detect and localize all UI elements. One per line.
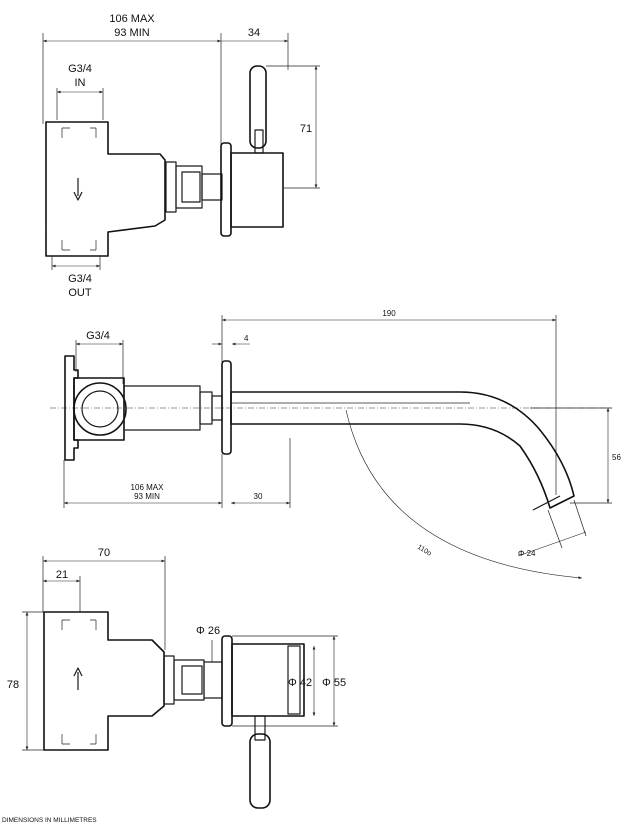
- body-detail: [61, 734, 97, 745]
- lever-handle: [249, 733, 271, 809]
- inlet-inner-circle: [81, 390, 119, 428]
- lever-stem: [254, 715, 266, 741]
- cartridge-thread: [181, 665, 203, 695]
- dim-text-spindle-dia: Φ 26: [196, 625, 220, 637]
- lever-handle: [249, 65, 267, 149]
- dim-text-spout-drop: 56: [612, 453, 621, 462]
- dim-text-height: 78: [7, 679, 19, 691]
- spout-body: [230, 391, 575, 509]
- inlet-outer-circle: [73, 382, 127, 436]
- extension-line: [573, 499, 587, 537]
- dim-text-escutcheon-inner: Φ 42: [288, 677, 312, 689]
- spindle: [201, 173, 223, 201]
- footer-note: DIMENSIONS IN MILLIMETRES: [2, 817, 97, 824]
- dim-text-inlet-label: IN: [75, 77, 86, 89]
- flow-arrow-icon: [73, 178, 83, 201]
- dim-line-spout-dia: [517, 531, 587, 557]
- dim-text-swing: 110o: [416, 544, 433, 558]
- bottom-view: 70 21 78 Φ 26 Φ 42: [7, 547, 346, 809]
- side-view: G3/4 4 190 56 11: [50, 309, 621, 580]
- cartridge-thread: [181, 171, 201, 203]
- dim-text-spout-dia: Φ 24: [518, 549, 536, 558]
- dim-text-overall-max: 106 MAX: [109, 13, 155, 25]
- body-detail: [61, 619, 97, 630]
- body-detail: [61, 127, 97, 138]
- dim-text-overall-min: 93 MIN: [134, 492, 160, 501]
- dim-text-inlet-offset: 21: [56, 569, 68, 581]
- dim-text-escutcheon-offset: 30: [254, 492, 263, 501]
- top-view: 106 MAX 93 MIN 34 G3/4 IN 71: [42, 13, 320, 299]
- dim-text-outlet-thread: G3/4: [68, 273, 92, 285]
- handle-body: [230, 152, 284, 228]
- valve-body: [45, 121, 166, 257]
- escutcheon-plate: [221, 360, 232, 455]
- dim-text-overall-min: 93 MIN: [114, 27, 150, 39]
- cartridge-collar: [165, 161, 177, 213]
- lever-stem: [254, 129, 264, 154]
- dim-text-overall-width: 70: [98, 547, 110, 559]
- dim-text-escutcheon-outer: Φ 55: [322, 677, 346, 689]
- dim-text-inlet-thread: G3/4: [68, 63, 92, 75]
- cartridge-collar: [163, 655, 175, 705]
- spindle: [203, 661, 223, 699]
- dim-text-thread: G3/4: [86, 330, 110, 342]
- spout-outlet: [532, 495, 561, 511]
- dim-text-handle-height: 71: [300, 123, 312, 135]
- escutcheon-plate: [221, 635, 233, 727]
- body-detail: [61, 240, 97, 251]
- handle-face: [287, 645, 301, 715]
- flow-arrow-icon: [73, 667, 83, 690]
- dim-text-overall-max: 106 MAX: [131, 483, 165, 492]
- dim-text-spout-length: 190: [382, 309, 396, 318]
- dim-text-outlet-label: OUT: [68, 287, 92, 299]
- dim-text-plate: 4: [244, 334, 249, 343]
- extension-line: [547, 509, 563, 549]
- handle-body: [231, 643, 305, 717]
- dim-arc-swing: [345, 409, 583, 580]
- dim-text-handle-width: 34: [248, 27, 260, 39]
- valve-body: [43, 611, 165, 751]
